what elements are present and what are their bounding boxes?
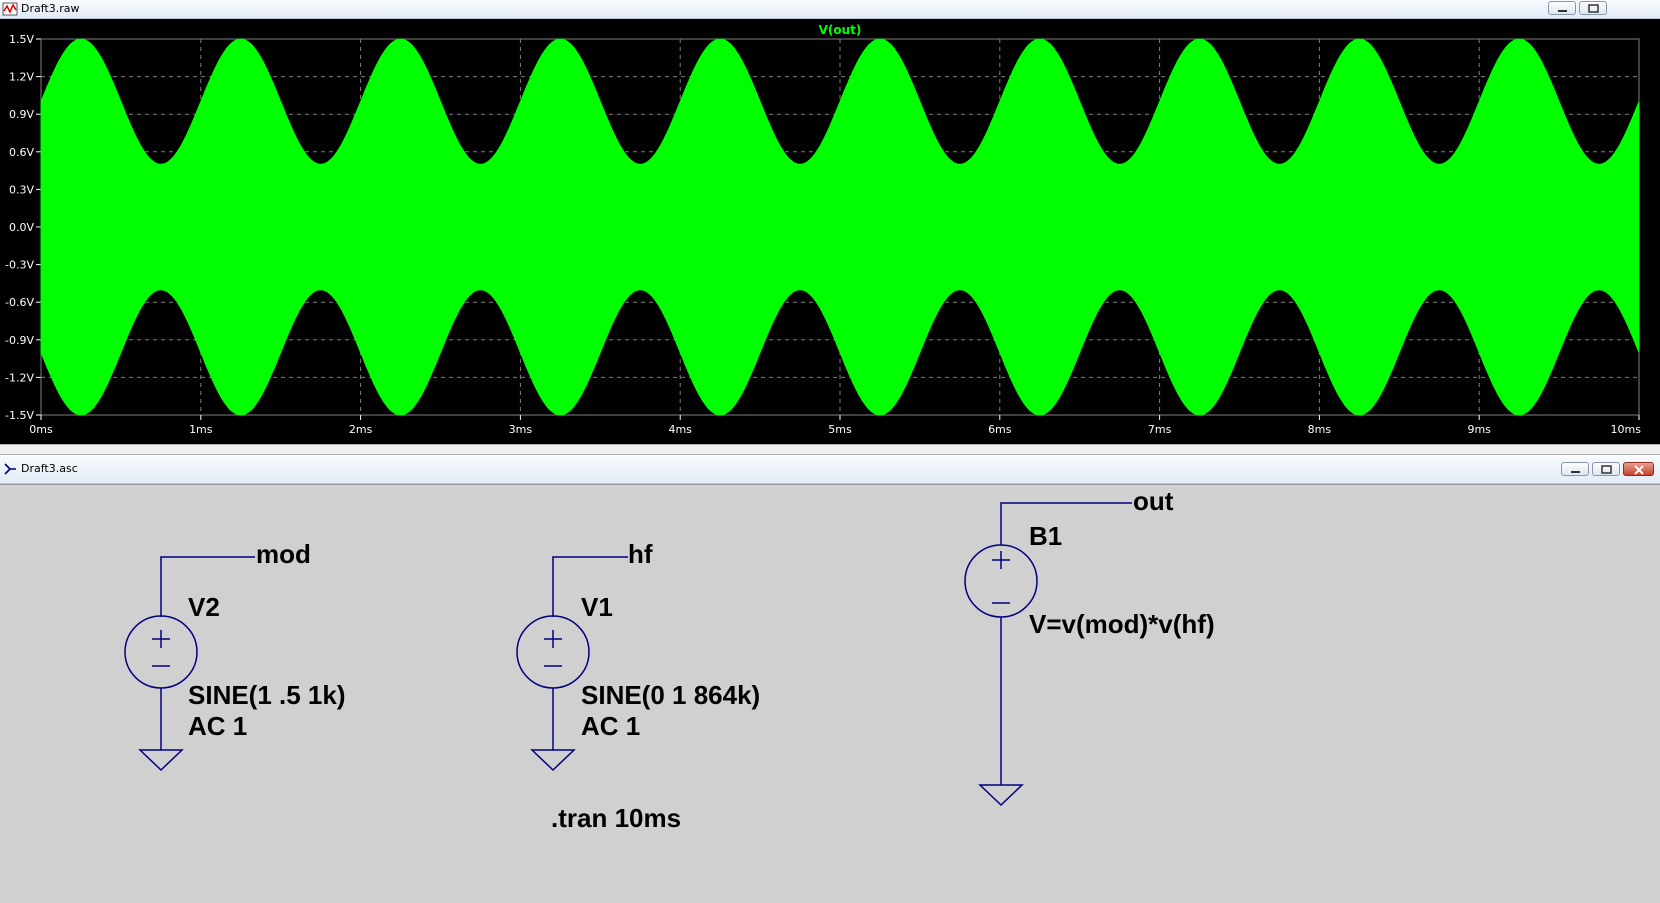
- v1-ac-label[interactable]: AC 1: [581, 711, 641, 741]
- minimize-icon: [1558, 10, 1567, 12]
- v2-ref-label[interactable]: V2: [188, 592, 220, 622]
- wire-b1-out[interactable]: [1000, 502, 1132, 545]
- x-tick-label: 7ms: [1148, 423, 1172, 436]
- v2-source-symbol[interactable]: [124, 556, 255, 772]
- schematic-drawing[interactable]: [0, 485, 1660, 903]
- wire-v2-mod[interactable]: [160, 556, 255, 617]
- x-tick-label: 9ms: [1467, 423, 1491, 436]
- v1-source-symbol[interactable]: [516, 556, 628, 772]
- wire-v1-hf[interactable]: [552, 556, 628, 617]
- y-tick-label: -0.3V: [5, 259, 34, 272]
- net-label-out[interactable]: out: [1133, 486, 1174, 516]
- x-tick-label: 4ms: [668, 423, 692, 436]
- v2-ac-label[interactable]: AC 1: [188, 711, 248, 741]
- waveform-window[interactable]: Draft3.raw 1.5V 1.2V 0.9V 0.6V 0.3V 0.0V -0.3V…: [0, 0, 1660, 444]
- v1-plus-icon: [544, 630, 562, 648]
- net-label-hf[interactable]: hf: [628, 539, 653, 569]
- schematic-restore-button[interactable]: [1592, 462, 1620, 476]
- x-tick-label: 8ms: [1308, 423, 1332, 436]
- close-icon: [1634, 465, 1644, 475]
- x-tick-label: 3ms: [509, 423, 533, 436]
- v2-plus-icon: [152, 630, 170, 648]
- schematic-window-title: Draft3.asc: [21, 462, 78, 475]
- restore-icon: [1588, 4, 1599, 13]
- waveform-window-title: Draft3.raw: [21, 2, 80, 15]
- minimize-button[interactable]: [1548, 1, 1576, 15]
- x-tick-label: 6ms: [988, 423, 1012, 436]
- waveform-titlebar[interactable]: Draft3.raw: [0, 0, 1660, 19]
- ground-icon: [530, 749, 576, 772]
- x-tick-label: 0ms: [29, 423, 53, 436]
- ground-icon: [978, 784, 1024, 807]
- trace-label-vout[interactable]: V(out): [819, 23, 862, 37]
- schematic-app-icon: [4, 463, 16, 475]
- y-tick-label: -0.9V: [5, 334, 34, 347]
- y-tick-label: -1.2V: [5, 371, 34, 384]
- x-tick-label: 1ms: [189, 423, 213, 436]
- y-tick-label: 1.2V: [9, 71, 34, 84]
- b1-expression-label[interactable]: V=v(mod)*v(hf): [1029, 609, 1215, 639]
- v1-value-label[interactable]: SINE(0 1 864k): [581, 680, 761, 710]
- x-tick-label: 5ms: [828, 423, 852, 436]
- schematic-titlebar[interactable]: Draft3.asc: [0, 455, 1660, 484]
- vout-trace[interactable]: [40, 38, 1640, 416]
- schematic-canvas[interactable]: mod hf out V2 SINE(1 .5 1k) AC 1 V1 SINE…: [0, 484, 1660, 903]
- v1-ref-label[interactable]: V1: [581, 592, 613, 622]
- restore-button[interactable]: [1579, 1, 1607, 15]
- tran-directive[interactable]: .tran 10ms: [551, 803, 682, 833]
- waveform-app-icon: [2, 2, 18, 16]
- schematic-close-button[interactable]: [1623, 462, 1654, 476]
- v1-circle: [516, 615, 590, 689]
- x-tick-label: 2ms: [349, 423, 373, 436]
- y-tick-label: 0.3V: [9, 183, 34, 196]
- restore-icon: [1601, 465, 1612, 474]
- y-tick-label: -0.6V: [5, 296, 34, 309]
- schematic-minimize-button[interactable]: [1561, 462, 1589, 476]
- schematic-window[interactable]: Draft3.asc: [0, 455, 1660, 903]
- v2-circle: [124, 615, 198, 689]
- y-tick-label: 0.6V: [9, 146, 34, 159]
- y-tick-label: 0.9V: [9, 108, 34, 121]
- net-label-mod[interactable]: mod: [256, 539, 311, 569]
- b1-ref-label[interactable]: B1: [1029, 521, 1063, 551]
- y-tick-label: 0.0V: [9, 221, 34, 234]
- b1-plus-icon: [992, 551, 1010, 569]
- y-tick-label: -1.5V: [5, 409, 34, 422]
- v2-value-label[interactable]: SINE(1 .5 1k): [188, 680, 346, 710]
- waveform-plot-svg[interactable]: 1.5V 1.2V 0.9V 0.6V 0.3V 0.0V -0.3V -0.6V -0.9V -…: [0, 19, 1660, 444]
- minimize-icon: [1571, 471, 1580, 473]
- x-tick-label: 10ms: [1611, 423, 1642, 436]
- window-divider: [0, 444, 1660, 455]
- ground-icon: [138, 749, 184, 772]
- waveform-plot[interactable]: 1.5V 1.2V 0.9V 0.6V 0.3V 0.0V -0.3V -0.6V -0.9V -…: [0, 19, 1660, 444]
- b1-source-symbol[interactable]: [964, 502, 1132, 807]
- y-tick-label: 1.5V: [9, 33, 34, 46]
